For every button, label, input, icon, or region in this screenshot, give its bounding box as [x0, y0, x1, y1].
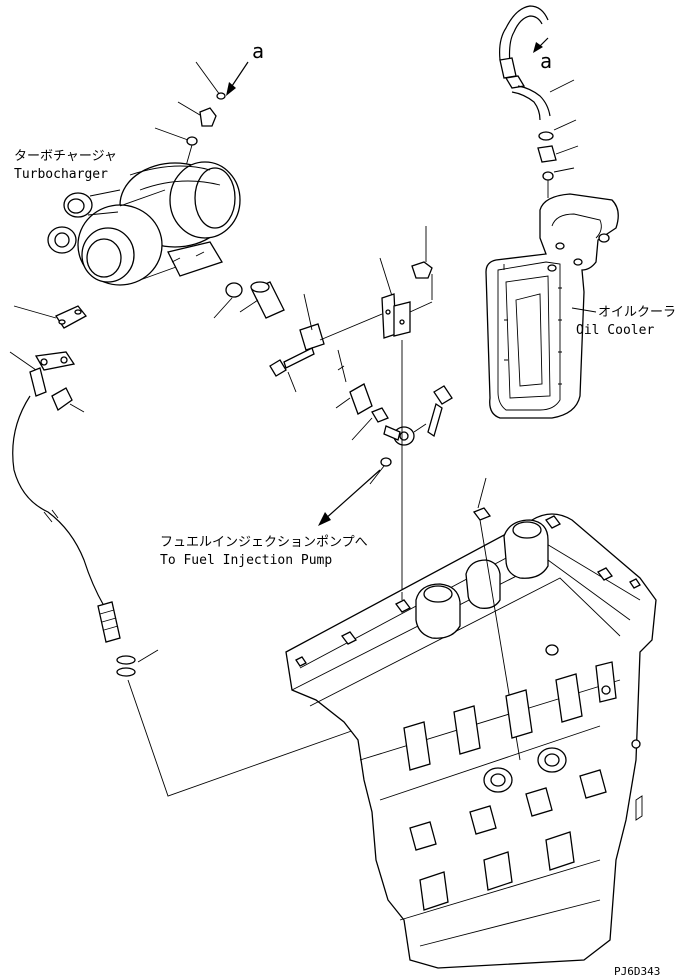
fitting-nut	[351, 407, 389, 441]
oil-cooler-label-jp: オイルクーラ	[598, 305, 676, 320]
drain-gasket	[13, 305, 87, 329]
turbo-label-en: Turbocharger	[14, 167, 108, 182]
drawing-code: PJ6D343	[614, 965, 660, 978]
sleeve	[239, 281, 285, 319]
callout-a-right-label: a	[540, 49, 552, 73]
engine-block	[285, 477, 657, 969]
oil-pipe-fittings	[537, 119, 579, 198]
fuel-pump-arrow	[318, 469, 381, 526]
drain-elbow	[51, 387, 85, 413]
fuel-pump-label-jp: フュエルインジェクションポンプへ	[160, 535, 368, 550]
turbocharger	[47, 61, 243, 319]
bolt-left	[269, 347, 315, 393]
oil-cooler	[485, 193, 619, 419]
eye-bolt	[427, 385, 453, 438]
washer-small	[369, 457, 392, 485]
drain-hose	[12, 395, 361, 797]
drain-flange	[9, 351, 76, 397]
bracket	[379, 257, 433, 610]
oil-pipe-upper	[499, 5, 575, 121]
flange-nut	[411, 226, 433, 300]
turbo-label-jp: ターボチャージャ	[14, 149, 117, 164]
fuel-pipe-short	[335, 349, 373, 415]
fuel-pump-label-en: To Fuel Injection Pump	[160, 553, 332, 568]
callout-a-left-label: a	[252, 39, 264, 63]
oil-cooler-label-en: Oil Cooler	[576, 323, 654, 338]
callout-a-left: a	[226, 39, 264, 96]
eye-joint	[383, 423, 427, 446]
clip-clamp	[299, 293, 383, 351]
callout-a-right: a	[533, 37, 552, 73]
